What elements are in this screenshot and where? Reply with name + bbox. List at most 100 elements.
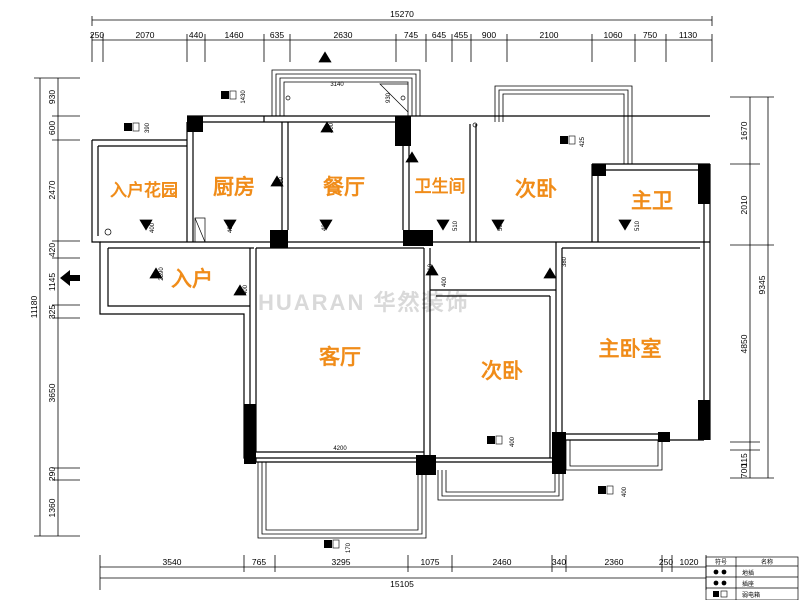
right-dim-seg: 2010 <box>739 195 749 214</box>
height-label: 400 <box>329 122 335 133</box>
outlet-icons <box>124 90 614 549</box>
columns <box>187 116 710 475</box>
top-right-balcony <box>494 85 633 164</box>
height-label: 400 <box>322 220 328 231</box>
top-dim-seg: 1130 <box>679 30 698 40</box>
right-dim-total: 9345 <box>757 275 767 294</box>
height-labels: 3140 930 1430 390 400 400 425 400 400 40… <box>145 82 641 553</box>
height-label: 400 <box>228 222 234 233</box>
bottom-dim-labels: 3540 765 3295 1075 2460 340 2360 250 102… <box>163 557 699 567</box>
height-label: 930 <box>386 92 392 103</box>
double-outlet-icon <box>487 435 503 445</box>
height-label: 400 <box>442 276 448 287</box>
room-label-dining: 餐厅 <box>323 175 365 199</box>
top-dim-total: 15270 <box>390 9 414 19</box>
top-balcony <box>271 69 421 116</box>
left-dim-seg: 325 <box>47 305 57 319</box>
bottom-dim-seg: 3295 <box>332 557 351 567</box>
height-label: 510 <box>453 220 459 231</box>
top-dim-seg: 2630 <box>334 30 353 40</box>
right-dim-seg: 115 <box>739 453 749 467</box>
room-label-bathroom: 卫生间 <box>415 176 466 197</box>
room-label-kitchen: 厨房 <box>213 175 255 199</box>
right-dim-seg: 1670 <box>739 121 749 140</box>
height-label: 400 <box>243 284 249 295</box>
top-dim-seg: 455 <box>454 30 468 40</box>
top-dim-seg: 745 <box>404 30 418 40</box>
bottom-dim-seg: 250 <box>659 557 673 567</box>
legend-header-no: 符号 <box>715 558 727 566</box>
bottom-dim-seg: 3540 <box>163 557 182 567</box>
height-label: 2390 <box>159 267 165 281</box>
height-label: 410 <box>428 263 434 274</box>
bottom-middle-bay <box>437 470 564 501</box>
height-label: 1430 <box>241 90 247 104</box>
height-label: 3140 <box>330 82 344 88</box>
height-label: 400 <box>150 222 156 233</box>
room-label-bedroom2-bottom: 次卧 <box>481 359 523 383</box>
top-dim-seg: 2070 <box>136 30 155 40</box>
legend-header-name: 名称 <box>761 558 773 566</box>
room-label-bedroom2-top: 次卧 <box>515 177 557 201</box>
top-dim-seg: 2100 <box>540 30 559 40</box>
right-dim-seg: 4850 <box>739 334 749 353</box>
left-dim-total: 11180 <box>29 296 39 319</box>
outlet-markers <box>139 51 632 296</box>
room-label-master-bedroom: 主卧室 <box>599 337 662 361</box>
left-dim-seg: 290 <box>47 467 57 481</box>
room-label-entry: 入户 <box>171 267 213 291</box>
top-dim-seg: 250 <box>90 30 104 40</box>
height-label: 170 <box>346 542 352 553</box>
top-dim-seg: 645 <box>432 30 446 40</box>
room-label-entry-garden: 入户花园 <box>110 180 178 201</box>
bottom-dim-seg: 2360 <box>605 557 624 567</box>
left-dim-seg: 420 <box>47 243 57 257</box>
bottom-dim-seg: 2460 <box>493 557 512 567</box>
height-label: 390 <box>145 122 151 133</box>
bottom-dim-total: 15105 <box>390 579 414 589</box>
legend-row-1: 地插 <box>742 569 754 577</box>
legend-row-2: 插座 <box>742 580 754 588</box>
top-dim-seg: 900 <box>482 30 496 40</box>
height-label: 380 <box>562 256 568 267</box>
bottom-dim-seg: 765 <box>252 557 266 567</box>
details <box>104 83 602 243</box>
right-dim-seg: 700 <box>739 464 749 478</box>
top-dim-seg: 440 <box>189 30 203 40</box>
bottom-right-bay <box>565 440 663 471</box>
top-dimension-lines <box>91 16 713 62</box>
room-label-master-bath: 主卫 <box>631 189 673 213</box>
bottom-dim-seg: 1020 <box>680 557 699 567</box>
legend-symbol-icon <box>713 569 728 598</box>
top-dim-labels: 250 2070 440 1460 635 2630 745 645 455 9… <box>90 30 698 40</box>
left-dim-labels: 930 600 2470 420 1145 325 3650 290 1360 <box>47 90 57 518</box>
left-dim-seg: 600 <box>47 121 57 135</box>
height-label: 400 <box>510 436 516 447</box>
height-label: 400 <box>622 486 628 497</box>
height-label: 400 <box>279 176 285 187</box>
double-outlet-icon <box>560 135 576 145</box>
left-dim-seg: 3650 <box>47 383 57 402</box>
double-outlet-icon <box>598 485 614 495</box>
entry-arrow-icon <box>60 270 80 286</box>
height-label: 510 <box>635 220 641 231</box>
right-dimension-lines <box>730 96 774 479</box>
room-labels: 入户花园 厨房 餐厅 卫生间 次卧 主卫 入户 客厅 次卧 主卧室 <box>110 175 673 383</box>
double-outlet-icon <box>124 122 140 132</box>
height-label: 4200 <box>333 446 347 452</box>
left-dim-seg: 1360 <box>47 498 57 517</box>
left-dim-seg: 2470 <box>47 180 57 199</box>
legend-table <box>705 556 799 600</box>
left-dim-seg: 1145 <box>47 273 57 292</box>
height-label: 425 <box>580 136 586 147</box>
right-dim-labels: 1670 2010 4850 115 700 <box>739 121 749 478</box>
height-label: 500 <box>498 220 504 231</box>
top-dim-seg: 1460 <box>225 30 244 40</box>
left-dim-seg: 930 <box>47 90 57 104</box>
bottom-dim-seg: 340 <box>552 557 566 567</box>
double-outlet-icon <box>324 539 340 549</box>
top-dim-seg: 1060 <box>604 30 623 40</box>
double-outlet-icon <box>221 90 237 100</box>
bottom-dim-seg: 1075 <box>421 557 440 567</box>
